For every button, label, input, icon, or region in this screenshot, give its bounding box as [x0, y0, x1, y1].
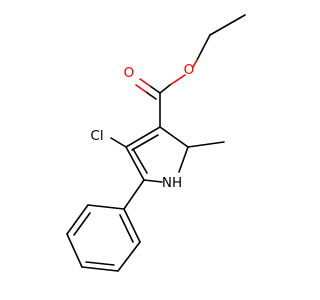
bond-c5-c4: [125, 146, 145, 181]
bond-c2-methyl: [187, 141, 225, 148]
bond-ph-3: [66, 233, 83, 268]
bond-o-ch2-red: [192, 59, 198, 68]
bond-ph-2-inner: [73, 212, 91, 236]
bond-c3-c2: [159, 126, 189, 148]
nitrogen-h-label: NH: [162, 175, 182, 191]
chlorine-label: Cl: [90, 128, 103, 144]
bond-ph-4-inner: [85, 261, 115, 266]
bond-carbonyl-double-1: [149, 85, 161, 94]
bond-ph-5: [117, 241, 141, 272]
bond-ethyl-ch3-ch2: [209, 14, 246, 36]
bond-ph-4: [81, 266, 119, 272]
ester-oxygen-label: O: [184, 62, 195, 78]
bond-c5-phenyl: [123, 179, 145, 210]
bond-c4-c3-inner: [131, 134, 159, 151]
bond-n1-c5: [143, 179, 163, 183]
bond-ester-o-c: [169, 74, 186, 86]
chemical-structure: Cl NH O O: [66, 14, 246, 272]
bond-ph-6: [123, 208, 141, 243]
bond-c4-c5-inner: [132, 148, 148, 174]
bond-carbonyl-double-2-red: [135, 84, 147, 93]
bond-ph-2: [66, 204, 89, 235]
bond-carbonyl-double-1-red: [139, 78, 151, 87]
bond-ester-o-c-black: [159, 84, 171, 94]
carbonyl-oxygen-label: O: [124, 65, 135, 81]
bond-c4-c3: [125, 126, 161, 148]
bond-ph-1: [87, 204, 125, 210]
bond-carbonyl-double-2: [145, 91, 157, 100]
bond-c4-cl: [110, 137, 127, 148]
bond-ph-6-inner: [119, 214, 134, 243]
bond-ethyl-ch2-o: [196, 34, 211, 61]
bond-c2-n1: [178, 146, 189, 173]
